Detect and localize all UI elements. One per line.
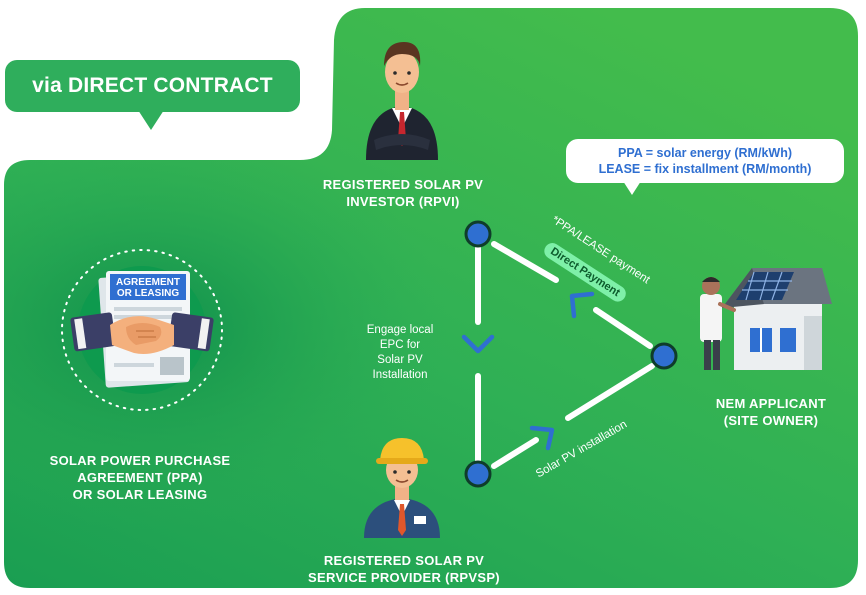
service-provider-label-line2: SERVICE PROVIDER (RPVSP): [308, 570, 500, 585]
flow-line-payment-upper: [491, 241, 559, 283]
agreement-caption-line2: AGREEMENT (PPA): [77, 470, 203, 485]
investor-label-line2: INVESTOR (RPVI): [346, 194, 460, 209]
ppa-definition: PPA = solar energy (RM/kWh): [618, 146, 792, 160]
service-provider-avatar: [364, 438, 440, 538]
applicant-label-line1: NEM APPLICANT: [715, 396, 827, 411]
node-applicant: [650, 342, 678, 370]
handshake-icon: [70, 312, 214, 354]
solar-panel-icon: [736, 271, 794, 301]
flow-line-payment-lower: [593, 307, 653, 349]
definitions-bubble-pointer: [623, 181, 641, 195]
node-service-provider: [464, 460, 492, 488]
engage-label-line1: Engage local: [366, 324, 434, 336]
house-illustration: [700, 268, 832, 370]
header-pill: via DIRECT CONTRACT: [5, 60, 300, 112]
applicant-label: NEM APPLICANT (SITE OWNER): [676, 395, 866, 429]
flow-line-install-lower: [491, 437, 539, 469]
engage-label-line3: Solar PV: [377, 354, 423, 366]
investor-avatar: [366, 42, 438, 160]
agreement-caption: SOLAR POWER PURCHASE AGREEMENT (PPA) OR …: [20, 452, 260, 503]
hard-hat-icon: [380, 438, 424, 460]
agreement-caption-line1: SOLAR POWER PURCHASE: [49, 453, 231, 468]
doc-label-line1: AGREEMENT: [116, 277, 180, 288]
flow-line-install-upper: [565, 363, 655, 421]
service-provider-label: REGISTERED SOLAR PV SERVICE PROVIDER (RP…: [296, 552, 512, 586]
definitions-bubble: PPA = solar energy (RM/kWh) LEASE = fix …: [566, 139, 844, 183]
header-pill-pointer: [138, 110, 164, 130]
investor-label-line1: REGISTERED SOLAR PV: [322, 177, 484, 192]
arrow-down-icon: [461, 334, 495, 354]
lease-definition: LEASE = fix installment (RM/month): [598, 162, 812, 176]
engage-label-line2: EPC for: [379, 339, 421, 351]
agreement-caption-line3: OR SOLAR LEASING: [72, 487, 208, 502]
header-title: via DIRECT CONTRACT: [32, 74, 273, 97]
site-owner-avatar: [700, 277, 736, 370]
arrow-up-left-icon: [569, 291, 595, 319]
engage-label: Engage local EPC for Solar PV Installati…: [350, 323, 450, 383]
applicant-label-line2: (SITE OWNER): [723, 413, 819, 428]
service-provider-label-line1: REGISTERED SOLAR PV: [323, 553, 485, 568]
arrow-up-right-icon: [529, 425, 555, 451]
handshake-illustration: AGREEMENT OR LEASING: [61, 249, 223, 411]
node-investor: [464, 220, 492, 248]
doc-label-line2: OR LEASING: [117, 288, 179, 299]
dotted-ring: [61, 249, 223, 411]
engage-label-line4: Installation: [372, 369, 428, 381]
investor-label: REGISTERED SOLAR PV INVESTOR (RPVI): [298, 176, 508, 210]
